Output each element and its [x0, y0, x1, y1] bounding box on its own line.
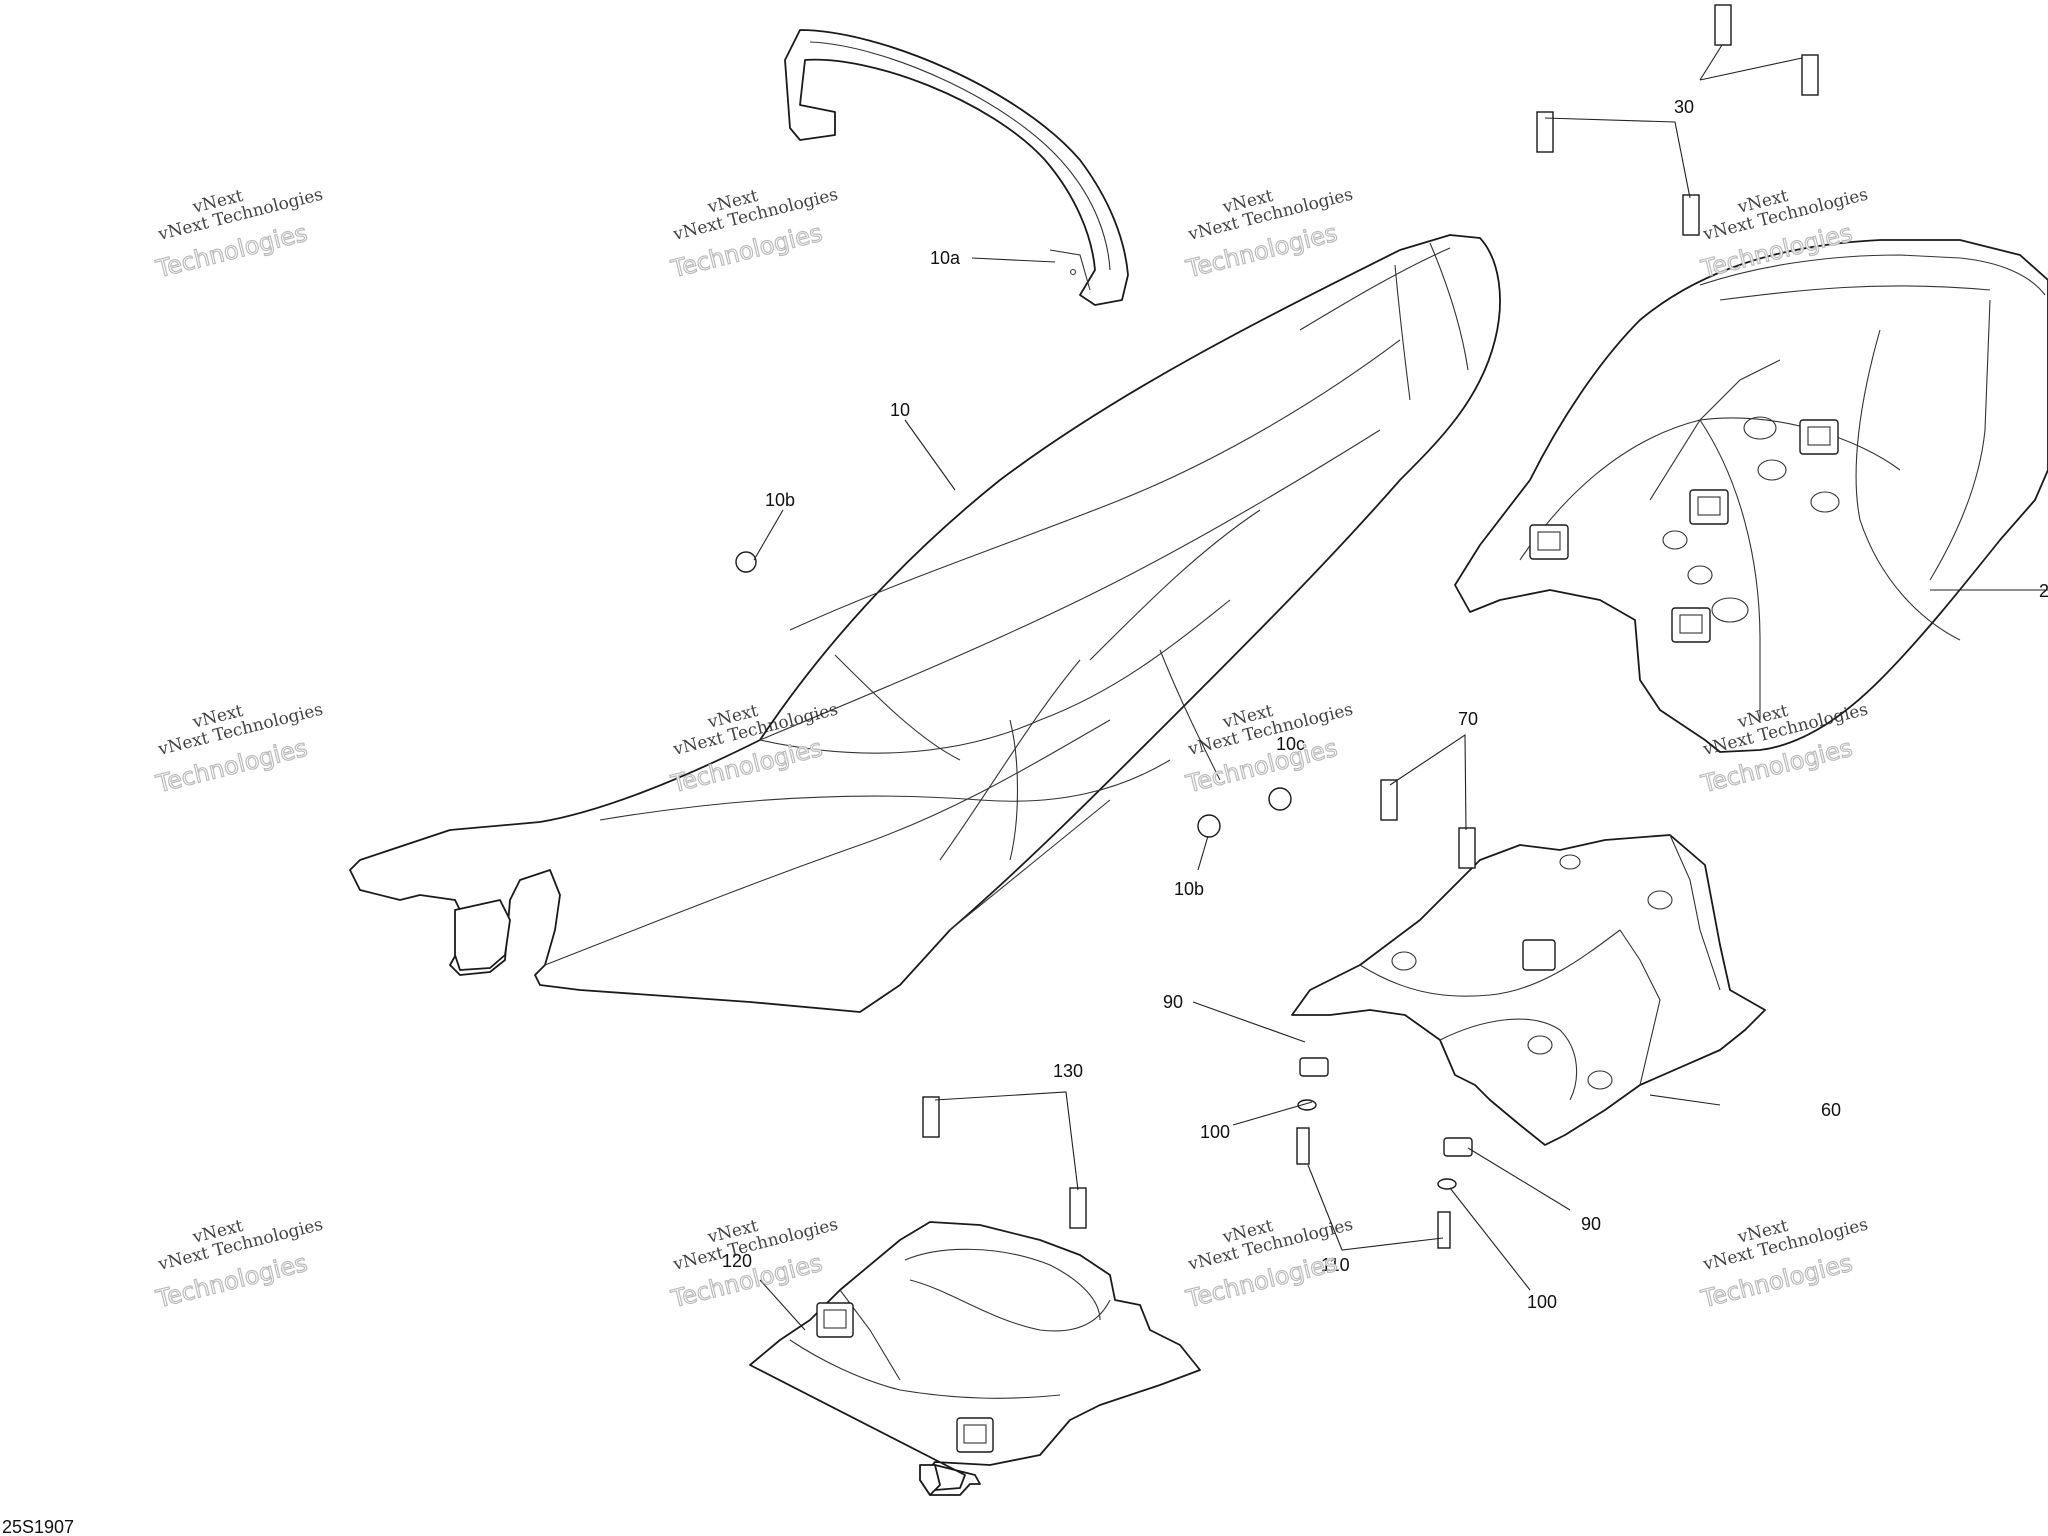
watermark: vNext vNext Technologies Technologies — [1697, 1215, 1870, 1314]
callout-100-right: 100 — [1527, 1292, 1557, 1312]
seat-part — [349, 234, 1501, 1013]
watermark: vNext vNext Technologies Technologies — [667, 185, 840, 284]
callout-10a: 10a — [930, 248, 961, 268]
leader-lines — [753, 44, 2048, 1331]
watermark: vNext vNext Technologies Technologies — [152, 700, 325, 799]
watermark: vNext vNext Technologies Technologies — [667, 1215, 840, 1314]
callout-10c: 10c — [1276, 734, 1305, 754]
callout-10b-left: 10b — [765, 490, 795, 510]
callout-120: 120 — [722, 1251, 752, 1271]
callout-90-top: 90 — [1163, 992, 1183, 1012]
watermark: vNext vNext Technologies Technologies — [152, 1215, 325, 1314]
callout-10b-mid: 10b — [1174, 879, 1204, 899]
watermark: vNext vNext Technologies Technologies — [152, 185, 325, 284]
seat-strap-part — [784, 29, 1129, 306]
grab-handle-part — [1454, 239, 2048, 753]
callout-labels: 10a 10 10b 10c 10b 30 20 70 90 100 60 90… — [2, 97, 2048, 1536]
callout-60: 60 — [1821, 1100, 1841, 1120]
underseat-tray-part — [749, 1221, 1201, 1496]
callout-100-top: 100 — [1200, 1122, 1230, 1142]
drawing-number: 25S1907 — [2, 1517, 74, 1536]
watermark: vNext vNext Technologies Technologies — [1182, 700, 1355, 799]
callout-130: 130 — [1053, 1061, 1083, 1081]
callout-90-right: 90 — [1581, 1214, 1601, 1234]
watermark: vNext vNext Technologies Technologies — [1182, 185, 1355, 284]
callout-70: 70 — [1458, 709, 1478, 729]
callout-10: 10 — [890, 400, 910, 420]
callout-30: 30 — [1674, 97, 1694, 117]
fastener-hardware — [735, 4, 1819, 1249]
rear-cover-part — [1291, 834, 1766, 1146]
callout-20: 20 — [2039, 581, 2048, 601]
callout-110: 110 — [1321, 1255, 1350, 1275]
